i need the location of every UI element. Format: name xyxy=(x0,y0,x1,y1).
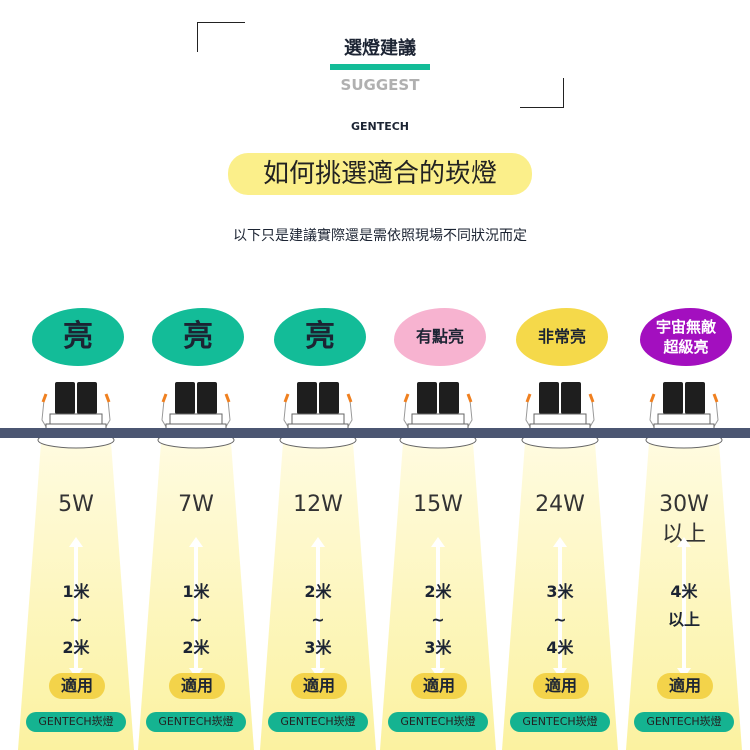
brand-badge: GENTECH崁燈 xyxy=(268,712,368,732)
distance-text: ~ xyxy=(69,610,83,629)
wattage-line: 12W xyxy=(293,492,343,517)
distance-text: 2米 xyxy=(304,582,332,601)
distance-text: 3米 xyxy=(546,582,574,601)
wattage: 7W xyxy=(134,490,258,520)
apply-badge: 適用 xyxy=(291,673,347,699)
brand-badge: GENTECH崁燈 xyxy=(388,712,488,732)
wattage: 24W xyxy=(498,490,622,520)
apply-badge: 適用 xyxy=(533,673,589,699)
apply-badge: 適用 xyxy=(49,673,105,699)
distance-text: 1米 xyxy=(62,582,90,601)
distance-text: ~ xyxy=(311,610,325,629)
distance-text: 2米 xyxy=(182,638,210,657)
lamp-column: 有點亮 15W 2米 ~3米適用 GENTECH崁燈 xyxy=(376,300,500,750)
wattage-line: 24W xyxy=(535,492,585,517)
section-title: 選燈建議 xyxy=(344,38,416,59)
brightness-badge: 亮 xyxy=(32,308,124,366)
distance-text: 2米 xyxy=(424,582,452,601)
brightness-badge: 亮 xyxy=(152,308,244,366)
main-title: 如何挑選適合的崁燈 xyxy=(228,153,532,195)
lamp-column: 非常亮 24W 3米 ~4米適用 GENTECH崁燈 xyxy=(498,300,622,750)
distance-text: 2米 xyxy=(62,638,90,657)
brand-badge: GENTECH崁燈 xyxy=(146,712,246,732)
wattage: 15W xyxy=(376,490,500,520)
description: 以下只是建議實際還是需依照現場不同狀況而定 xyxy=(233,228,527,244)
distance-text: ~ xyxy=(189,610,203,629)
distance-text: 3米 xyxy=(424,638,452,657)
lamp-column: 亮 7W 1米 ~2米適用 GENTECH崁燈 xyxy=(134,300,258,750)
distance-text: 3米 xyxy=(304,638,332,657)
wattage: 12W xyxy=(256,490,380,520)
corner-decoration-bottom-right xyxy=(520,78,564,108)
wattage-line: 15W xyxy=(413,492,463,517)
brand-label: GENTECH xyxy=(350,120,410,133)
brand-badge: GENTECH崁燈 xyxy=(510,712,610,732)
distance-text: 1米 xyxy=(182,582,210,601)
apply-badge: 適用 xyxy=(411,673,467,699)
downlight-icon xyxy=(279,382,357,449)
distance-text: ~ xyxy=(431,610,445,629)
distance-text: 4米 xyxy=(670,582,698,601)
distance-text: 以上 xyxy=(667,610,700,629)
brightness-badge: 宇宙無敵 超級亮 xyxy=(640,308,732,366)
lamp-column: 亮 5W 1米 ~2米適用 GENTECH崁燈 xyxy=(14,300,138,750)
wattage-line: 5W xyxy=(58,492,94,517)
wattage-line: 7W xyxy=(178,492,214,517)
brightness-badge: 非常亮 xyxy=(516,308,608,366)
brand-badge: GENTECH崁燈 xyxy=(26,712,126,732)
brand-badge: GENTECH崁燈 xyxy=(634,712,734,732)
apply-badge: 適用 xyxy=(657,673,713,699)
downlight-icon xyxy=(157,382,235,449)
title-underline xyxy=(330,64,430,70)
ceiling-rail xyxy=(0,428,750,438)
corner-decoration-top-left xyxy=(197,22,245,52)
downlight-icon xyxy=(399,382,477,449)
downlight-icon xyxy=(37,382,115,449)
brightness-badge: 亮 xyxy=(274,308,366,366)
wattage-line: 30W xyxy=(659,492,709,517)
brightness-badge: 有點亮 xyxy=(394,308,486,366)
section-subtitle: SUGGEST xyxy=(340,76,420,94)
lamp-column: 亮 12W 2米 ~3米適用 GENTECH崁燈 xyxy=(256,300,380,750)
apply-badge: 適用 xyxy=(169,673,225,699)
distance-text: ~ xyxy=(553,610,567,629)
downlight-icon xyxy=(521,382,599,449)
downlight-icon xyxy=(645,382,723,449)
distance-text: 4米 xyxy=(546,638,574,657)
wattage: 5W xyxy=(14,490,138,520)
